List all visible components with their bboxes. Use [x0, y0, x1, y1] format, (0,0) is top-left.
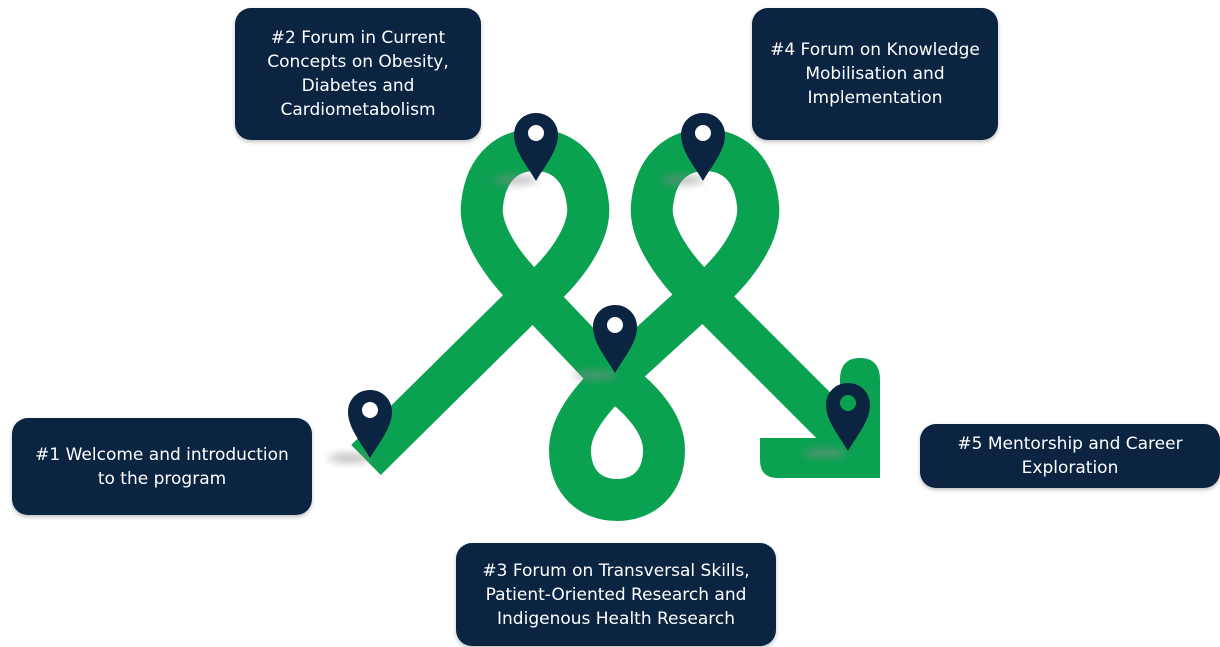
milestone-card-1: #1 Welcome and introduction to the progr… — [12, 418, 312, 515]
milestone-label-3: #3 Forum on Transversal Skills, Patient-… — [482, 560, 750, 629]
location-pin-icon — [514, 113, 558, 181]
milestone-card-3: #3 Forum on Transversal Skills, Patient-… — [456, 543, 776, 646]
milestone-card-2: #2 Forum in Current Concepts on Obesity,… — [235, 8, 481, 140]
location-pin-icon — [593, 305, 637, 373]
pin-2 — [493, 113, 558, 185]
milestone-label-1: #1 Welcome and introduction to the progr… — [35, 444, 289, 489]
location-pin-icon — [826, 383, 870, 451]
location-pin-icon — [348, 390, 392, 458]
location-pin-icon — [681, 113, 725, 181]
pin-5 — [803, 383, 870, 458]
pin-1 — [328, 390, 392, 463]
milestone-card-5: #5 Mentorship and Career Exploration — [920, 424, 1220, 488]
pin-3 — [573, 305, 637, 380]
milestone-label-2: #2 Forum in Current Concepts on Obesity,… — [267, 28, 449, 120]
milestone-label-5: #5 Mentorship and Career Exploration — [957, 434, 1183, 478]
pin-4 — [660, 113, 725, 185]
milestone-card-4: #4 Forum on Knowledge Mobilisation and I… — [752, 8, 998, 140]
milestone-label-4: #4 Forum on Knowledge Mobilisation and I… — [770, 40, 980, 108]
